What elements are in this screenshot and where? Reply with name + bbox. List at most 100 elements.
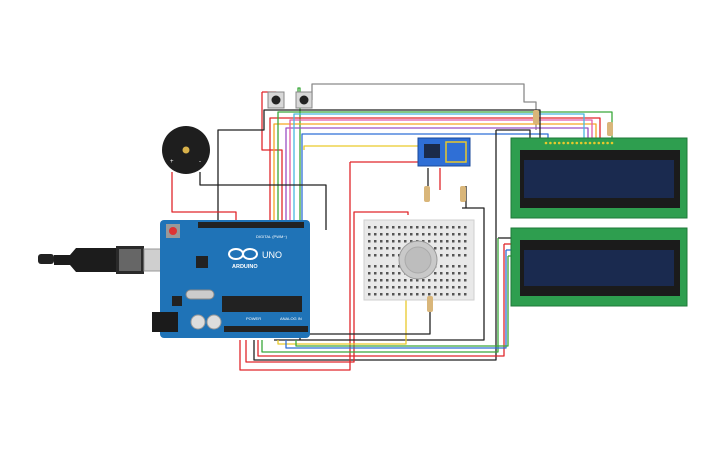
lcd-screen-2 bbox=[524, 250, 674, 286]
breadboard-hole bbox=[458, 226, 461, 229]
breadboard-hole bbox=[458, 286, 461, 289]
breadboard-hole bbox=[386, 272, 389, 275]
breadboard-hole bbox=[410, 286, 413, 289]
breadboard-hole bbox=[392, 279, 395, 282]
breadboard-hole bbox=[374, 293, 377, 296]
breadboard-hole bbox=[392, 254, 395, 257]
breadboard-hole bbox=[374, 286, 377, 289]
breadboard-hole bbox=[428, 286, 431, 289]
resistor-lcd-2[interactable] bbox=[607, 122, 613, 136]
breadboard-hole bbox=[440, 226, 443, 229]
breadboard-hole bbox=[398, 233, 401, 236]
breadboard-hole bbox=[368, 254, 371, 257]
wires bbox=[171, 83, 613, 371]
breadboard-hole bbox=[458, 279, 461, 282]
breadboard-hole bbox=[422, 226, 425, 229]
arduino-model-label: UNO bbox=[262, 250, 282, 260]
breadboard-hole bbox=[446, 240, 449, 243]
breadboard-hole bbox=[416, 293, 419, 296]
breadboard-hole bbox=[404, 279, 407, 282]
breadboard-hole bbox=[398, 226, 401, 229]
breadboard-hole bbox=[398, 279, 401, 282]
breadboard-hole bbox=[380, 265, 383, 268]
breadboard-hole bbox=[404, 286, 407, 289]
breadboard-hole bbox=[446, 293, 449, 296]
esp8266-module[interactable] bbox=[417, 137, 471, 167]
breadboard-hole bbox=[452, 233, 455, 236]
lcd-pin bbox=[562, 141, 565, 145]
buzzer[interactable]: + - bbox=[162, 126, 210, 174]
power-jack[interactable] bbox=[152, 312, 178, 332]
breadboard-hole bbox=[446, 272, 449, 275]
breadboard-hole bbox=[452, 293, 455, 296]
breadboard-hole bbox=[380, 254, 383, 257]
lcd-screen-1 bbox=[524, 160, 674, 198]
resistor-lcd-1[interactable] bbox=[533, 110, 539, 124]
breadboard-hole bbox=[434, 226, 437, 229]
resistor-icon bbox=[533, 110, 539, 124]
arduino-analog-label: ANALOG IN bbox=[280, 316, 302, 321]
breadboard-hole bbox=[410, 279, 413, 282]
breadboard-hole bbox=[452, 254, 455, 257]
lcd-display-2[interactable] bbox=[510, 227, 688, 307]
arduino-uno-board[interactable]: ARDUINO UNO DIGITAL (PWM~) POWER ANALOG … bbox=[152, 220, 310, 338]
breadboard-hole bbox=[464, 233, 467, 236]
breadboard-hole bbox=[464, 254, 467, 257]
breadboard-hole bbox=[392, 247, 395, 250]
breadboard-hole bbox=[386, 240, 389, 243]
breadboard-hole bbox=[464, 279, 467, 282]
breadboard-hole bbox=[410, 233, 413, 236]
breadboard-hole bbox=[440, 247, 443, 250]
breadboard-hole bbox=[374, 226, 377, 229]
breadboard[interactable] bbox=[363, 219, 475, 301]
breadboard-hole bbox=[374, 272, 377, 275]
pushbutton-1[interactable] bbox=[267, 91, 285, 109]
gas-sensor[interactable] bbox=[398, 240, 438, 280]
breadboard-hole bbox=[374, 279, 377, 282]
breadboard-hole bbox=[386, 226, 389, 229]
breadboard-hole bbox=[368, 272, 371, 275]
breadboard-hole bbox=[368, 226, 371, 229]
breadboard-hole bbox=[386, 293, 389, 296]
resistor-breadboard[interactable] bbox=[427, 296, 433, 312]
breadboard-hole bbox=[440, 279, 443, 282]
arduino-digital-label: DIGITAL (PWM~) bbox=[256, 234, 288, 239]
breadboard-hole bbox=[374, 233, 377, 236]
breadboard-hole bbox=[392, 240, 395, 243]
lcd-pin bbox=[610, 141, 614, 145]
breadboard-hole bbox=[464, 272, 467, 275]
breadboard-hole bbox=[404, 240, 407, 243]
breadboard-hole bbox=[404, 226, 407, 229]
breadboard-hole bbox=[452, 265, 455, 268]
breadboard-hole bbox=[440, 233, 443, 236]
breadboard-hole bbox=[428, 293, 431, 296]
usb-cable-icon[interactable] bbox=[38, 246, 167, 274]
breadboard-hole bbox=[410, 293, 413, 296]
lcd-pin bbox=[601, 141, 605, 145]
atmega-chip bbox=[222, 296, 302, 312]
lcd-pin bbox=[575, 141, 579, 145]
resistor-esp-1[interactable] bbox=[424, 186, 430, 202]
resistor-icon bbox=[607, 122, 613, 136]
arduino-brand-label: ARDUINO bbox=[232, 264, 258, 270]
breadboard-hole bbox=[446, 279, 449, 282]
breadboard-hole bbox=[374, 254, 377, 257]
breadboard-hole bbox=[458, 254, 461, 257]
breadboard-hole bbox=[380, 233, 383, 236]
pushbutton-2[interactable] bbox=[295, 91, 313, 109]
breadboard-hole bbox=[392, 293, 395, 296]
resistor-esp-2[interactable] bbox=[460, 186, 466, 202]
lcd-display-1[interactable] bbox=[510, 137, 688, 219]
breadboard-hole bbox=[374, 247, 377, 250]
breadboard-hole bbox=[380, 293, 383, 296]
breadboard-hole bbox=[458, 272, 461, 275]
breadboard-hole bbox=[416, 286, 419, 289]
breadboard-hole bbox=[386, 265, 389, 268]
lcd-pin bbox=[549, 141, 552, 145]
breadboard-hole bbox=[374, 265, 377, 268]
breadboard-hole bbox=[452, 226, 455, 229]
breadboard-hole bbox=[434, 279, 437, 282]
breadboard-hole bbox=[446, 254, 449, 257]
breadboard-hole bbox=[416, 226, 419, 229]
